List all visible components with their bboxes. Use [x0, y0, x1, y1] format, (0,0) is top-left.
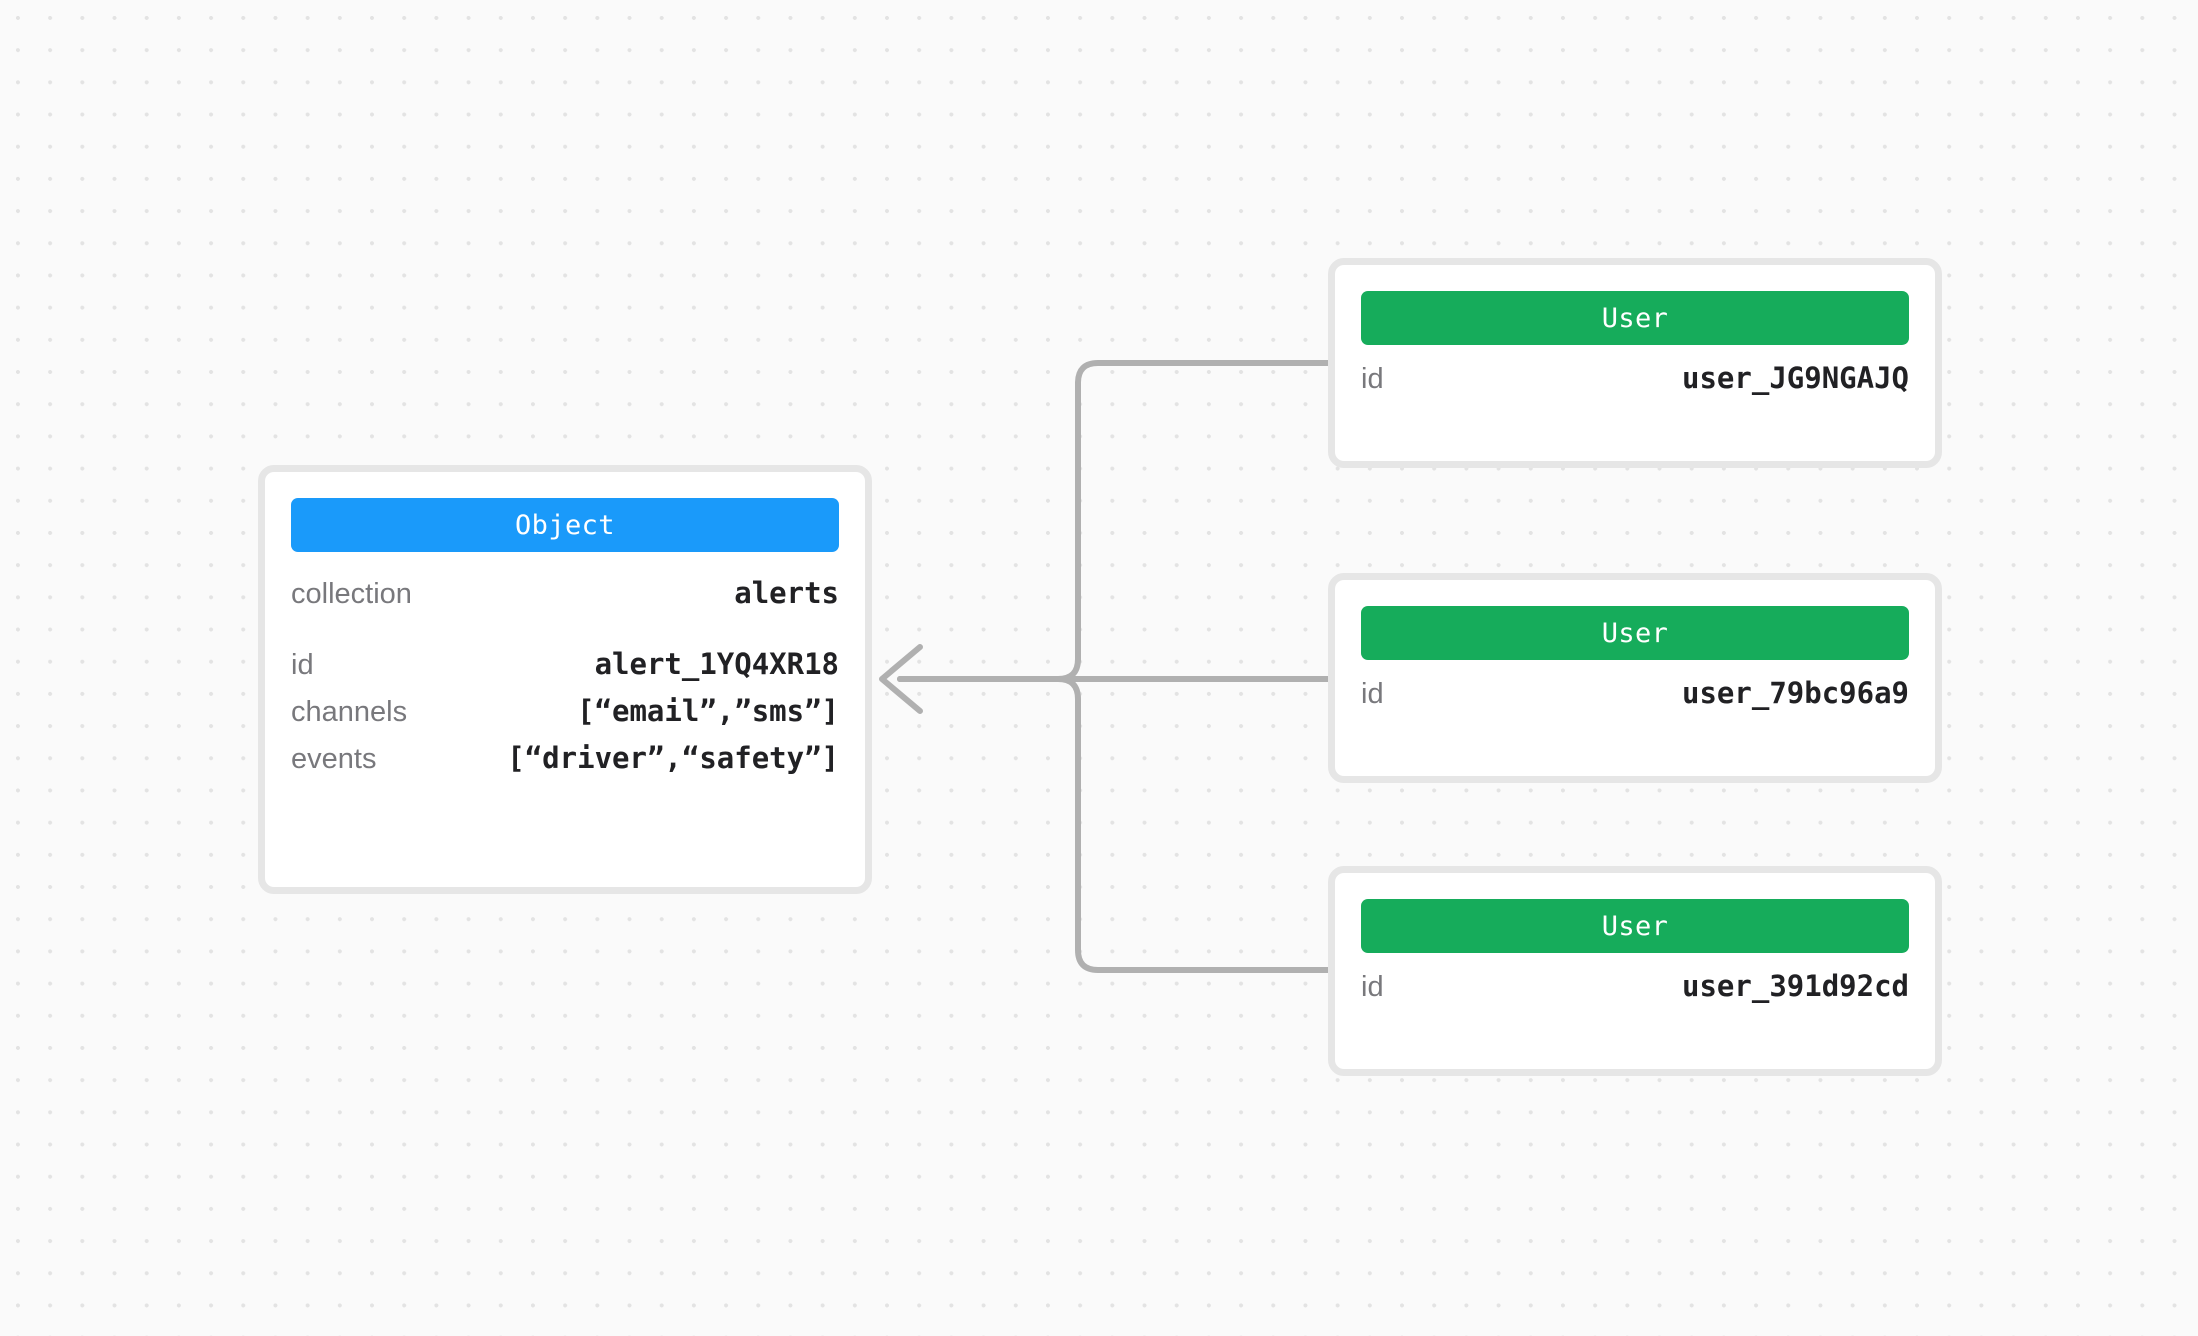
field-key-user-id: id [1361, 363, 1384, 395]
field-value-collection: alerts [734, 576, 839, 610]
node-object[interactable]: Object collection alerts id alert_1YQ4XR… [258, 465, 872, 894]
object-primary-field-group: collection alerts [291, 576, 839, 623]
field-row-user-id: id user_JG9NGAJQ [1361, 361, 1909, 408]
field-value-events: [“driver”,“safety”] [507, 741, 839, 775]
node-user-1-header: User [1361, 291, 1909, 345]
object-field-group: id alert_1YQ4XR18 channels [“email”,”sms… [291, 647, 839, 788]
node-user-2-header: User [1361, 606, 1909, 660]
node-object-body: collection alerts id alert_1YQ4XR18 chan… [265, 552, 865, 788]
edge-user1-to-object [897, 360, 1333, 682]
node-user-3[interactable]: User id user_391d92cd [1328, 866, 1942, 1076]
field-value-channels: [“email”,”sms”] [577, 694, 839, 728]
node-user-1-body: id user_JG9NGAJQ [1335, 345, 1935, 408]
field-key-id: id [291, 649, 314, 681]
field-row-events: events [“driver”,“safety”] [291, 741, 839, 788]
field-key-channels: channels [291, 696, 408, 728]
field-row-user-id: id user_79bc96a9 [1361, 676, 1909, 723]
field-key-user-id: id [1361, 971, 1384, 1003]
field-row-id: id alert_1YQ4XR18 [291, 647, 839, 694]
node-user-3-header: User [1361, 899, 1909, 953]
field-value-user-id: user_391d92cd [1682, 969, 1909, 1003]
field-row-channels: channels [“email”,”sms”] [291, 694, 839, 741]
node-user-3-body: id user_391d92cd [1335, 953, 1935, 1016]
field-value-user-id: user_79bc96a9 [1682, 676, 1909, 710]
field-key-collection: collection [291, 578, 412, 610]
field-value-id: alert_1YQ4XR18 [594, 647, 839, 681]
node-user-2[interactable]: User id user_79bc96a9 [1328, 573, 1942, 783]
field-key-events: events [291, 743, 377, 775]
field-row-collection: collection alerts [291, 576, 839, 623]
node-object-header: Object [291, 498, 839, 552]
edge-user3-to-object [897, 676, 1333, 973]
node-user-1[interactable]: User id user_JG9NGAJQ [1328, 258, 1942, 468]
field-value-user-id: user_JG9NGAJQ [1682, 361, 1909, 395]
field-row-user-id: id user_391d92cd [1361, 969, 1909, 1016]
edge-arrowhead-icon [879, 644, 923, 714]
field-key-user-id: id [1361, 678, 1384, 710]
node-user-2-body: id user_79bc96a9 [1335, 660, 1935, 723]
